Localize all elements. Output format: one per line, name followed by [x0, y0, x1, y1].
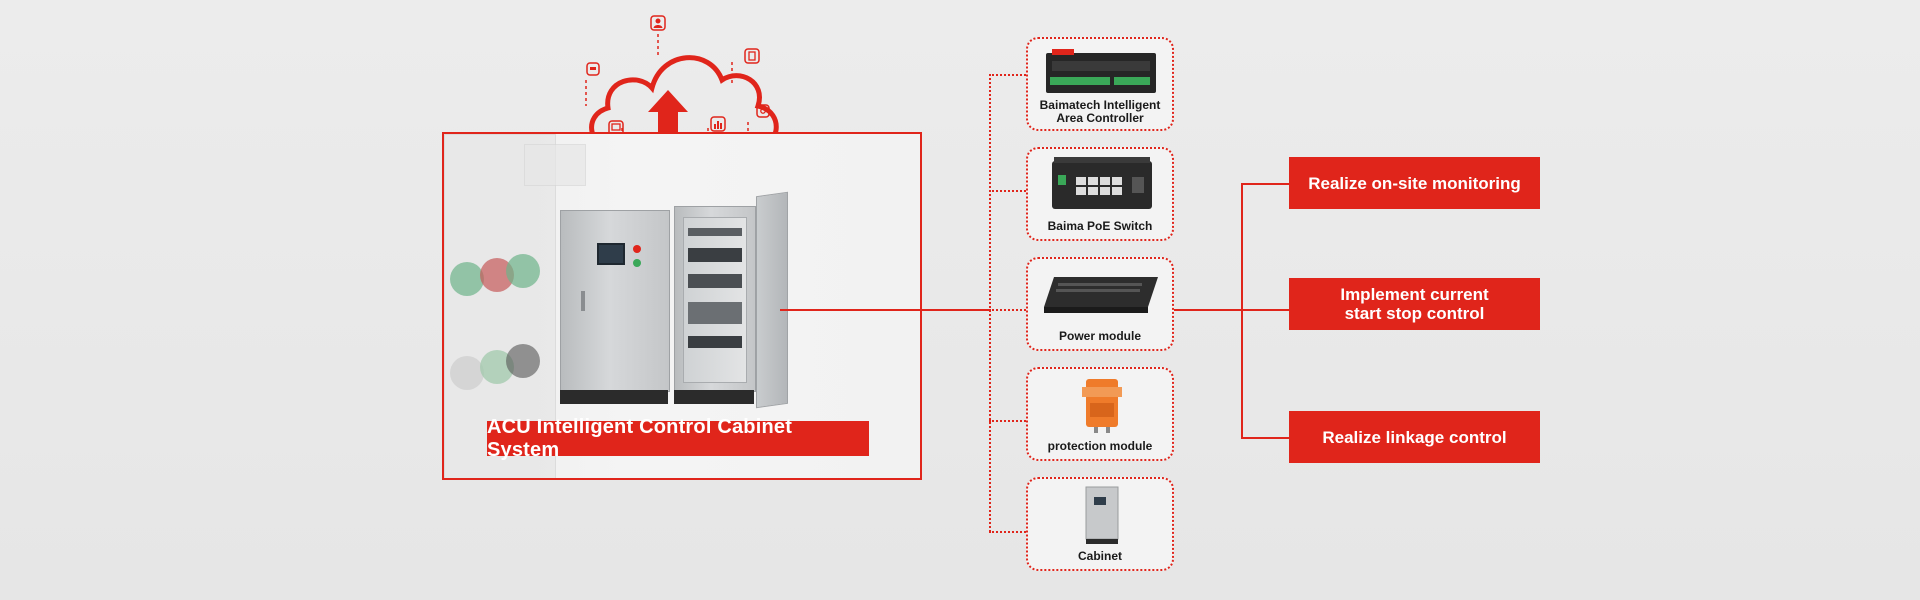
function-text: Realize on-site monitoring [1308, 173, 1521, 193]
green-knob [506, 254, 540, 288]
device-label-line: Area Controller [1056, 111, 1144, 125]
device-label: Baima PoE Switch [1047, 219, 1153, 233]
chart-icon [710, 116, 726, 132]
device-card-poe-switch: Baima PoE Switch [1026, 147, 1174, 241]
background-panel [444, 134, 556, 478]
function-bracket [1241, 183, 1243, 439]
green-knob [450, 262, 484, 296]
cabinet-open [674, 206, 756, 392]
function-connector [1174, 309, 1242, 311]
device-label: protection module [1047, 439, 1153, 453]
function-branch [1241, 437, 1289, 439]
function-text: Implement current [1340, 285, 1489, 304]
breaker-row [688, 248, 742, 262]
device-card-protection-module: protection module [1026, 367, 1174, 461]
device-branch [989, 74, 1026, 76]
device-card-power-module: Power module [1026, 257, 1174, 351]
device-branch [989, 190, 1026, 192]
module-row [688, 302, 742, 324]
device-branch [989, 309, 1026, 311]
cabinet-icon [1085, 486, 1119, 544]
camera-icon [756, 104, 770, 118]
function-branch [1241, 183, 1289, 185]
cabinet-interior [683, 217, 747, 383]
function-branch [1241, 309, 1289, 311]
message-icon [586, 62, 600, 76]
device-label: Baimatech Intelligent Area Controller [1028, 99, 1172, 125]
device-card-cabinet: Cabinet [1026, 477, 1174, 571]
system-title: ACU Intelligent Control Cabinet System [487, 416, 869, 461]
controller-icon [1046, 49, 1156, 93]
device-bracket [989, 74, 991, 532]
indicator-light [633, 245, 641, 253]
function-box-monitoring: Realize on-site monitoring [1289, 157, 1540, 209]
din-rail [688, 228, 742, 236]
cabinet-base [674, 390, 754, 404]
device-card-controller: Baimatech Intelligent Area Controller [1026, 37, 1174, 131]
function-box-start-stop: Implement current start stop control [1289, 278, 1540, 330]
cabinet-screen [597, 243, 625, 265]
device-branch [989, 420, 1026, 422]
function-text: start stop control [1344, 304, 1485, 323]
cabinet-base [560, 390, 668, 404]
indicator-light [633, 259, 641, 267]
cabinet-unit [560, 210, 670, 392]
protection-module-icon [1082, 379, 1122, 433]
connector-line [780, 309, 990, 311]
background-panel [524, 144, 586, 186]
function-text: Realize linkage control [1322, 427, 1507, 447]
black-knob [506, 344, 540, 378]
device-branch [989, 531, 1026, 533]
terminal-row [688, 336, 742, 348]
document-icon [744, 48, 760, 64]
poe-switch-icon [1052, 157, 1152, 209]
device-label: Power module [1058, 329, 1141, 343]
cabinet-door [756, 191, 788, 409]
grey-knob [450, 356, 484, 390]
breaker-row [688, 274, 742, 288]
function-box-linkage: Realize linkage control [1289, 411, 1540, 463]
power-module-icon [1044, 277, 1158, 313]
user-icon [650, 15, 666, 31]
door-handle [581, 291, 585, 311]
device-label-line: Baimatech Intelligent [1039, 98, 1161, 112]
device-label: Cabinet [1077, 549, 1122, 563]
